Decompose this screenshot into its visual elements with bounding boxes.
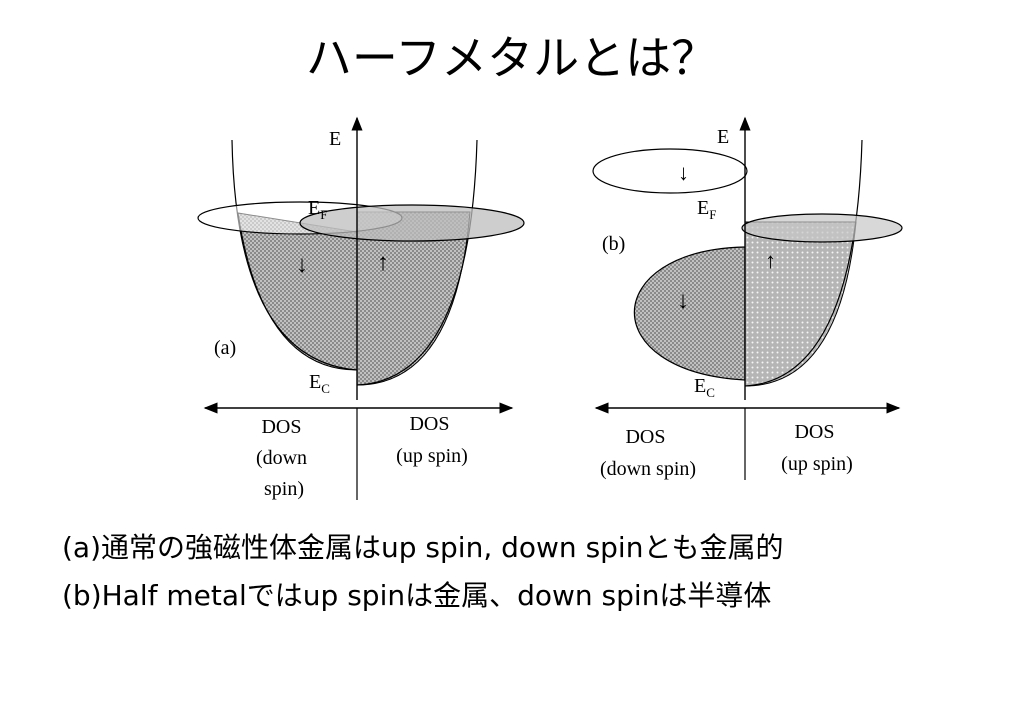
panel-b-fermi-label: EF	[697, 197, 716, 222]
caption-a: (a)通常の強磁性体金属はup spin, down spinとも金属的	[62, 531, 784, 564]
panel-b-up-arrow: ↑	[765, 248, 776, 273]
panel-b-down-spin-valence-band	[633, 246, 746, 381]
panel-b-label: (b)	[602, 233, 625, 255]
panel-b-down-arrow: ↓	[677, 288, 689, 314]
panel-b-dos-down-label: DOS (down spin)	[600, 426, 696, 480]
panel-b-energy-label: E	[717, 126, 729, 148]
panel-b-valence-surface	[592, 148, 748, 194]
panel-a-dos-up-label: DOS (up spin)	[396, 413, 468, 467]
panel-a-energy-label: E	[329, 128, 341, 150]
panel-b: E ↓ EF (b) ↑ ↓ EC DOS (down spin) DOS (u…	[592, 116, 903, 480]
caption-b: (b)Half metalではup spinは金属、down spinは半導体	[62, 579, 772, 612]
panel-a-up-arrow: ↑	[377, 250, 389, 276]
panel-a-fermi-surface-up	[299, 204, 525, 242]
panel-b-up-spin-filled	[744, 221, 857, 387]
panel-a-label: (a)	[214, 337, 236, 359]
panel-b-dos-up-label: DOS (up spin)	[781, 421, 853, 475]
panel-a: E EF EC (a) ↓ ↑ DOS (down spin) DOS (up …	[197, 116, 525, 500]
panel-b-conduction-label: EC	[694, 375, 715, 400]
panel-b-up-spin-band	[744, 139, 863, 387]
page-title: ハーフメタルとは？	[305, 31, 718, 85]
panel-a-up-spin-band	[356, 139, 478, 386]
panel-a-down-arrow: ↓	[296, 252, 308, 278]
panel-b-upper-down-arrow: ↓	[678, 160, 689, 185]
panel-a-down-spin-band	[231, 139, 358, 371]
panel-a-dos-down-label: DOS (down spin)	[256, 416, 312, 500]
panel-a-fermi-label: EF	[308, 197, 327, 222]
panel-b-fermi-surface	[741, 213, 903, 243]
panel-a-conduction-label: EC	[309, 371, 330, 396]
